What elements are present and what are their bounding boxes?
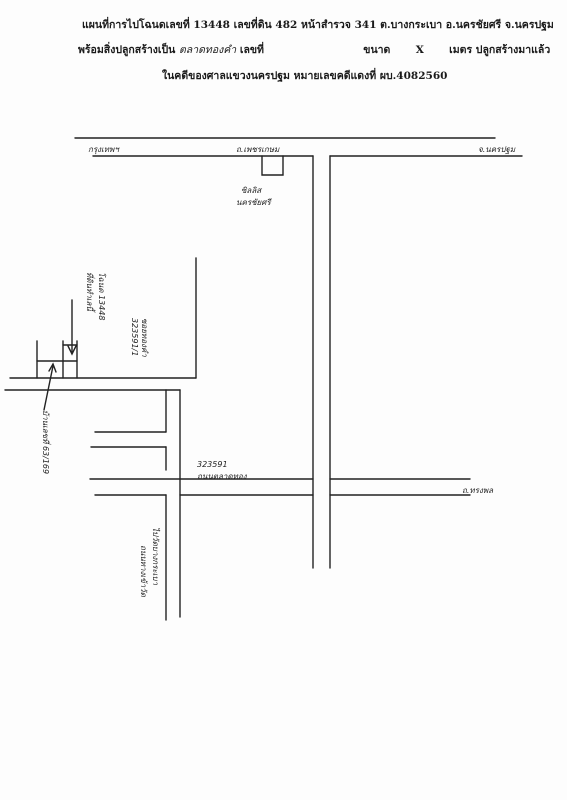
header-line-2-x: X	[415, 44, 424, 56]
header-line-2-suffix: เมตร ปลูกสร้างมาแล้ว	[449, 44, 551, 56]
header-line-3: ในคดีของศาลแขวงนครปฐม หมายเลขคดีแดงที่ ผ…	[162, 70, 448, 82]
header-handwritten-type: ตลาดทองคำ	[178, 44, 237, 56]
header-line-1: แผนที่การไปโฉนดเลขที่ 13448 เลขที่ดิน 48…	[82, 19, 554, 31]
label-vertical-soi-no: 323591/1	[130, 318, 139, 357]
header-line-2: พร้อมสิ่งปลูกสร้างเป็น ตลาดทองคำ เลขที่ …	[78, 37, 567, 63]
header-line-2-prefix: พร้อมสิ่งปลูกสร้างเป็น	[78, 44, 176, 56]
label-lower-soi-sub: ถนนทางเข้าวัด	[139, 545, 148, 597]
label-junction: ซิลลิส	[241, 186, 262, 195]
label-right-road: ถ.ทรงพล	[462, 486, 494, 495]
junction-box	[261, 155, 284, 176]
label-mid-junction-sub: ถนนตลาดทอง	[197, 472, 247, 481]
label-top-road-mid: ถ.เพชรเกษม	[236, 145, 280, 154]
label-mid-junction: 323591	[197, 460, 228, 469]
label-deed-sub: ที่ดินทำเลนี้	[85, 272, 94, 311]
house-arrow-head	[48, 362, 57, 373]
label-top-road-left: กรุงเทพฯ	[88, 145, 119, 154]
house-arrow-line	[43, 365, 54, 411]
deed-arrow-head	[67, 345, 77, 356]
label-vertical-soi: ซอยทองคำ	[140, 318, 149, 357]
header-line-2-mid: เลขที่	[239, 44, 264, 56]
label-deed: โฉนด 13448	[97, 272, 106, 321]
label-junction-sub: นครชัยศรี	[236, 198, 271, 207]
label-top-road-right: จ.นครปฐม	[478, 145, 516, 154]
label-house-no: บ้านเลขที่ 63/169	[41, 410, 50, 475]
label-lower-soi: ไปวัดบางกระเบา	[151, 527, 160, 586]
header-line-2-size: ขนาด	[363, 44, 391, 56]
